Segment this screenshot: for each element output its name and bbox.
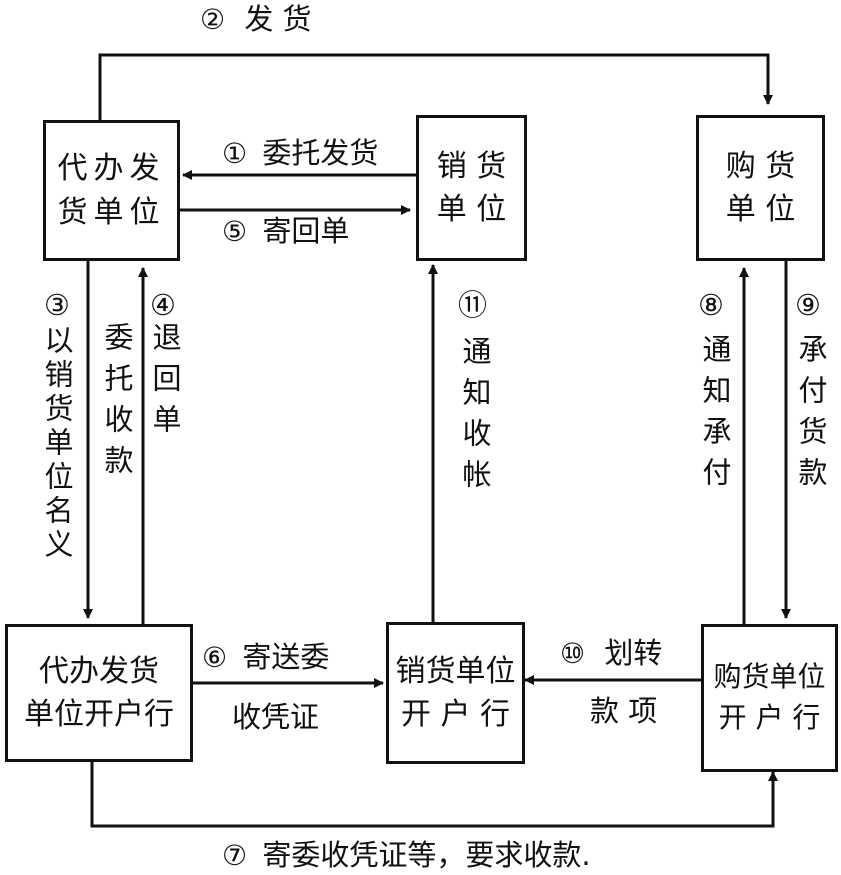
buyer-bank-label: 购货单位 开 户 行 bbox=[713, 660, 826, 734]
arrow-request-collection bbox=[90, 762, 778, 828]
step-9-text: 承付货款 bbox=[794, 334, 828, 498]
step-10-text-line2: 款 项 bbox=[590, 694, 658, 728]
step-4-number: ④ bbox=[150, 288, 176, 322]
step-10-number: ⑩ bbox=[560, 637, 586, 670]
step-4-text: 退回单 bbox=[148, 322, 182, 445]
seller-bank-label: 销货单位 开 户 行 bbox=[395, 653, 516, 733]
agent-bank-label: 代办发货 单位开户行 bbox=[24, 653, 174, 733]
seller-unit-box: 销 货 单 位 bbox=[416, 115, 527, 261]
arrow-ship-goods bbox=[98, 53, 773, 120]
seller-unit-label: 销 货 单 位 bbox=[436, 148, 507, 228]
agent-shipping-unit-box: 代办发 货单位 bbox=[43, 120, 180, 261]
step-11-number: ⑪ bbox=[458, 288, 488, 322]
seller-bank-box: 销货单位 开 户 行 bbox=[386, 622, 525, 764]
step-6-number: ⑥ bbox=[202, 641, 228, 674]
step-6-label: ⑥ 寄送委 bbox=[202, 640, 329, 675]
step-3-number: ③ bbox=[44, 288, 70, 322]
step-5-label: ⑤ 寄回单 bbox=[222, 214, 349, 249]
buyer-bank-box: 购货单位 开 户 行 bbox=[701, 624, 838, 772]
step-10-text: 划转 bbox=[604, 636, 663, 670]
buyer-unit-label: 购 货 单 位 bbox=[725, 148, 796, 228]
agent-bank-box: 代办发货 单位开户行 bbox=[5, 624, 193, 762]
step-2-number: ② bbox=[200, 3, 226, 36]
step-5-number: ⑤ bbox=[222, 215, 248, 248]
step-2-text: 发 货 bbox=[244, 2, 312, 36]
step-9-number: ⑨ bbox=[795, 288, 821, 322]
step-7-label: ⑦ 寄委收凭证等，要求收款. bbox=[222, 838, 591, 873]
step-6-text-line2: 收凭证 bbox=[232, 700, 320, 734]
step-3-collection-text: 委托收款 bbox=[100, 322, 134, 486]
step-8-text: 通知承付 bbox=[698, 334, 732, 498]
step-6-text: 寄送委 bbox=[242, 640, 330, 674]
step-1-label: ① 委托发货 bbox=[222, 136, 378, 171]
step-11-text: 通知收帐 bbox=[458, 336, 492, 500]
step-2-label: ② 发 货 bbox=[200, 2, 312, 37]
step-10-label: ⑩ 划转 bbox=[560, 636, 662, 671]
step-7-text: 寄委收凭证等，要求收款. bbox=[262, 838, 591, 872]
step-5-text: 寄回单 bbox=[262, 214, 350, 248]
step-7-number: ⑦ bbox=[222, 839, 248, 872]
agent-shipping-unit-label: 代办发 货单位 bbox=[57, 151, 166, 230]
step-1-number: ① bbox=[222, 137, 248, 170]
step-8-number: ⑧ bbox=[698, 288, 724, 322]
step-1-text: 委托发货 bbox=[262, 136, 379, 170]
buyer-unit-box: 购 货 单 位 bbox=[696, 115, 825, 261]
step-3-text: 以销货单位名义 bbox=[40, 325, 74, 563]
